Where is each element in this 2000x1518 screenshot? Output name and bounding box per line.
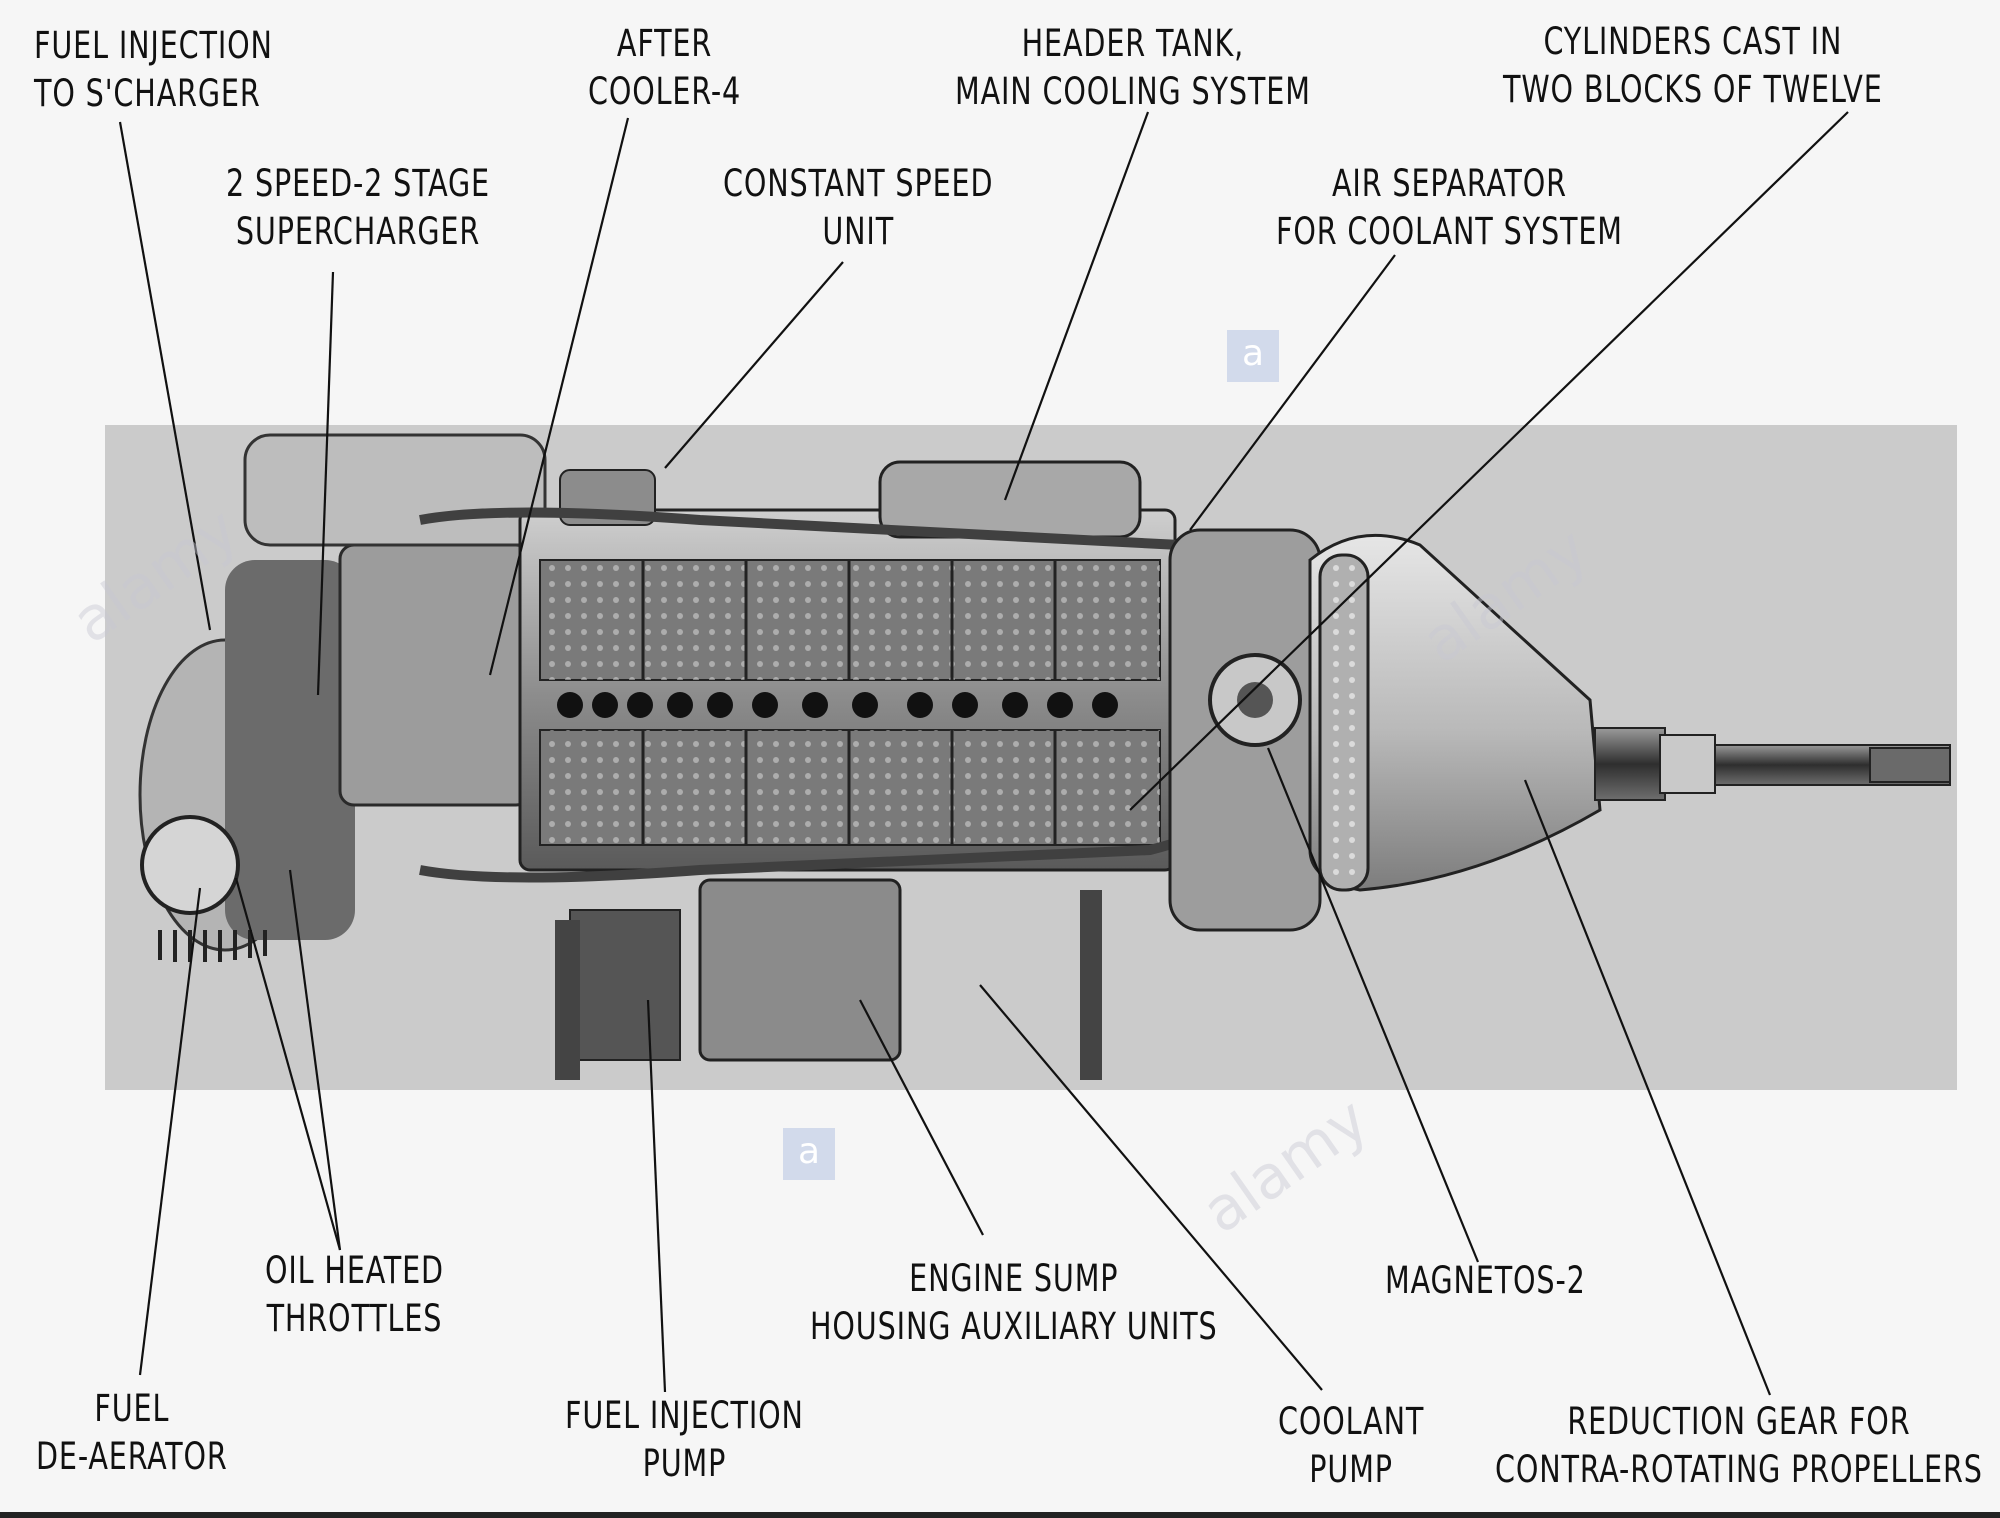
label-supercharger: 2 SPEED-2 STAGE SUPERCHARGER (226, 162, 490, 253)
label-fuel-injection-scharger: FUEL INJECTION TO S'CHARGER (34, 24, 273, 115)
engine-stand-right (1080, 890, 1102, 1080)
throttle-fins (158, 930, 267, 962)
label-header-tank: HEADER TANK, MAIN COOLING SYSTEM (955, 22, 1311, 113)
label-reduction-gear: REDUCTION GEAR FOR CONTRA-ROTATING PROPE… (1495, 1400, 1983, 1491)
label-fuel-injection-pump: FUEL INJECTION PUMP (565, 1394, 804, 1485)
label-engine-sump: ENGINE SUMP HOUSING AUXILIARY UNITS (810, 1257, 1218, 1348)
supercharger-top (243, 433, 547, 547)
supercharger-body (225, 560, 355, 940)
propeller-shaft-splines (1659, 734, 1716, 794)
cylinder-dividers (641, 560, 1057, 845)
fuel-pump-part (569, 909, 681, 1061)
label-fuel-deaerator: FUEL DE-AERATOR (36, 1387, 228, 1478)
label-cylinders-cast: CYLINDERS CAST IN TWO BLOCKS OF TWELVE (1503, 20, 1883, 111)
label-magnetos: MAGNETOS-2 (1385, 1259, 1586, 1302)
plug-holes (557, 692, 1118, 718)
propeller-shaft-base (1594, 727, 1666, 801)
watermark-badge: a (1227, 330, 1279, 382)
fuel-deaerator-part (140, 815, 240, 915)
propeller-shaft-tip (1869, 747, 1951, 783)
label-coolant-pump: COOLANT PUMP (1278, 1400, 1425, 1491)
watermark-badge: a (783, 1128, 835, 1180)
engine-stand-left (555, 920, 580, 1080)
engine-sump-part (698, 878, 902, 1062)
header-tank (878, 460, 1142, 539)
label-after-cooler: AFTER COOLER-4 (588, 22, 742, 113)
label-oil-heated-throttles: OIL HEATED THROTTLES (265, 1249, 444, 1340)
bottom-border (0, 1512, 2000, 1518)
leader-lines (118, 111, 1849, 1396)
label-air-separator: AIR SEPARATOR FOR COOLANT SYSTEM (1276, 162, 1623, 253)
label-constant-speed-unit: CONSTANT SPEED UNIT (723, 162, 994, 253)
after-cooler (338, 543, 532, 807)
